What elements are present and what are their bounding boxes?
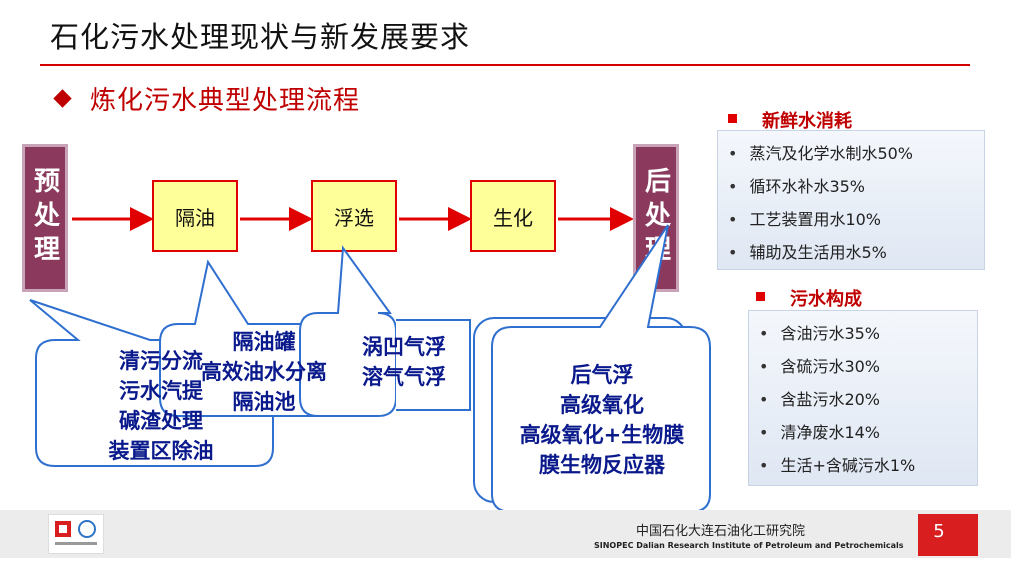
process-step-biochemical: 生化 <box>470 180 556 252</box>
wastewater-heading: 污水构成 <box>790 289 862 310</box>
callout-line: 清污分流 <box>119 349 203 373</box>
callout-post: 后气浮 高级氧化 高级氧化+生物膜 膜生物反应器 <box>500 360 704 480</box>
logo-icon <box>55 520 97 545</box>
process-step-flotation: 浮选 <box>311 180 397 252</box>
callout-line: 污水汽提 <box>119 379 203 403</box>
list-item: 含油污水35% <box>759 317 977 350</box>
callout-line: 隔油池 <box>232 390 296 414</box>
list-item: 蒸汽及化学水制水50% <box>728 137 984 170</box>
callout-line: 装置区除油 <box>108 439 214 463</box>
callout-line: 隔油罐 <box>232 330 296 354</box>
fresh-water-panel: 蒸汽及化学水制水50% 循环水补水35% 工艺装置用水10% 辅助及生活用水5% <box>717 130 985 270</box>
pretreatment-label: 预处理 <box>29 167 60 269</box>
process-step-label: 生化 <box>493 205 533 230</box>
title-divider <box>40 64 970 66</box>
square-bullet-icon <box>728 114 737 123</box>
square-bullet-icon <box>756 292 765 301</box>
callout-line: 碱渣处理 <box>119 409 203 433</box>
list-item: 含硫污水30% <box>759 350 977 383</box>
list-item: 清净废水14% <box>759 416 977 449</box>
callout-flotation-shape <box>299 245 397 417</box>
fresh-water-heading: 新鲜水消耗 <box>762 111 852 132</box>
callout-line: 高级氧化 <box>560 393 644 417</box>
callout-line: 涡凹气浮 <box>362 335 446 359</box>
callout-line: 高级氧化+生物膜 <box>519 423 685 447</box>
callout-line: 后气浮 <box>570 363 634 387</box>
process-step-oil-separation: 隔油 <box>152 180 238 252</box>
footer-org-cn: 中国石化大连石油化工研究院 <box>636 524 806 539</box>
callout-oil: 隔油罐 高效油水分离 隔油池 <box>198 327 330 417</box>
wastewater-panel: 含油污水35% 含硫污水30% 含盐污水20% 清净废水14% 生活+含碱污水1… <box>748 310 978 486</box>
list-item: 循环水补水35% <box>728 170 984 203</box>
footer-band <box>0 510 1011 558</box>
process-step-label: 浮选 <box>334 205 374 230</box>
list-item: 生活+含碱污水1% <box>759 449 977 482</box>
callout-line: 膜生物反应器 <box>539 453 665 477</box>
callout-flotation: 涡凹气浮 溶气气浮 <box>362 332 470 392</box>
page-number: 5 <box>933 521 945 542</box>
footer-org-en: SINOPEC Dalian Research Institute of Pet… <box>594 541 904 550</box>
callout-line: 溶气气浮 <box>362 365 446 389</box>
page-number-badge <box>918 514 978 556</box>
list-item: 工艺装置用水10% <box>728 203 984 236</box>
callout-line: 高效油水分离 <box>201 360 327 384</box>
sinopec-logo <box>48 514 104 554</box>
list-item: 辅助及生活用水5% <box>728 236 984 269</box>
list-item: 含盐污水20% <box>759 383 977 416</box>
process-step-label: 隔油 <box>175 205 215 230</box>
section-subtitle: 炼化污水典型处理流程 <box>90 86 361 116</box>
slide-title: 石化污水处理现状与新发展要求 <box>50 20 471 54</box>
callout-flotation-tail <box>396 319 471 411</box>
callout-pre: 清污分流 污水汽提 碱渣处理 装置区除油 <box>96 346 226 466</box>
pretreatment-block: 预处理 <box>22 144 68 292</box>
